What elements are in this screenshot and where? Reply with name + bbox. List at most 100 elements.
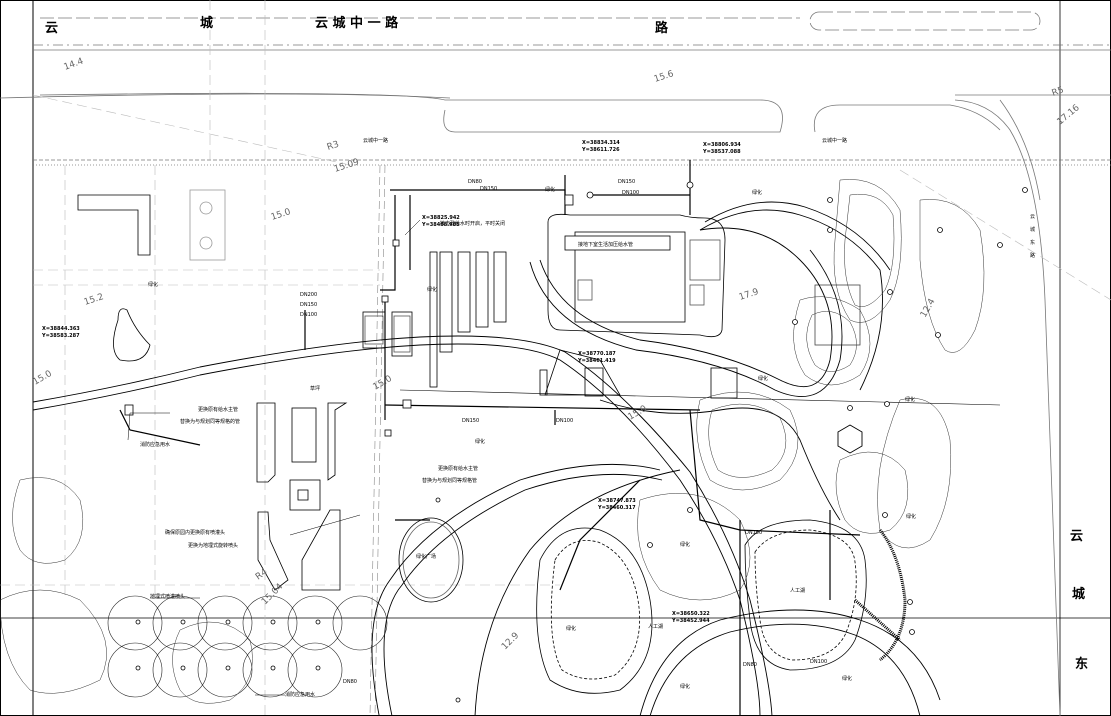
pavilion-hexagon: [837, 424, 863, 454]
radius-label: R5: [1051, 85, 1066, 98]
pipe-labels: DN200 DN150 DN100 DN80 DN150 DN100 DN150…: [300, 179, 827, 685]
greening-label: 绿化: [566, 625, 576, 632]
top-road-name: 云 城 中 一 路: [315, 15, 399, 31]
elevation-label: 15.6: [653, 69, 675, 85]
coordinate-x: X=38844.363: [42, 326, 80, 332]
side-vertical-char-4: 路: [1030, 252, 1035, 259]
pipe-label: DN80: [743, 662, 757, 668]
valves: [124, 181, 1028, 703]
elevation-label: 17.16: [1056, 103, 1082, 127]
elevation-label: 15.0: [32, 369, 55, 388]
greening-label: 绿化: [680, 683, 690, 690]
pipe-label: DN100: [622, 190, 639, 196]
pipe-label: DN150: [300, 302, 317, 308]
greening-label: 绿化: [475, 438, 485, 445]
pipe-label: DN100: [810, 659, 827, 665]
elevation-label: 17.9: [738, 287, 760, 303]
coordinate-y: Y=38468.985: [421, 222, 460, 228]
greening-label: 绿化: [842, 675, 852, 682]
greening-label: 绿化: [752, 189, 762, 196]
top-road: [0, 11, 1111, 716]
left-buildings: [77, 189, 548, 603]
note-inner-spray: 确保原园内更换原有喷灌头: [165, 529, 225, 536]
spray-circles: [107, 595, 388, 698]
radius-label: R4: [254, 567, 270, 582]
east-road-char-2: 城: [1072, 586, 1085, 602]
elevation-label: 12.4: [919, 297, 938, 320]
elevation-label: 15.09: [333, 157, 361, 175]
lawn-label: 草坪: [310, 385, 320, 392]
side-vertical-char-3: 东: [1030, 239, 1035, 246]
elevation-label: 12.9: [500, 631, 521, 652]
pipe-label: DN80: [343, 679, 357, 685]
coordinate-y: Y=38537.088: [702, 149, 741, 155]
elevation-label: 15.0: [627, 404, 650, 423]
pipe-label: DN150: [462, 418, 479, 424]
note-pipe-connect: 接市政给水时开启，平时关闭: [440, 220, 505, 227]
elevation-label: 15.2: [83, 292, 105, 308]
coordinate-labels: X=38834.314 Y=38611.726 X=38806.934 Y=38…: [41, 140, 741, 624]
note-buried-spray: 地埋式喷灌喷头: [150, 593, 185, 600]
coordinate-y: Y=38611.726: [581, 147, 620, 153]
note-underground: 接地下室生活加压给水管: [578, 241, 633, 248]
top-road-char-left-2: 城: [200, 15, 213, 31]
pipe-label: DN150: [745, 530, 762, 536]
lake: [536, 519, 907, 694]
pipe-label: DN80: [468, 179, 482, 185]
note-water-label-2: 人工湖: [648, 623, 663, 630]
top-road-char-left: 云: [45, 21, 58, 36]
coordinate-x: X=38650.322: [672, 611, 710, 617]
greening-label: 绿化: [906, 513, 916, 520]
pipe-label: DN150: [480, 186, 497, 192]
pipe-label: DN200: [300, 292, 317, 298]
greening-label: 绿化: [905, 396, 915, 403]
elevation-label: 15.0: [270, 207, 292, 223]
note-water-label: 人工湖: [790, 587, 805, 594]
note-replace-branch: 替换为与规划同等规格的管: [180, 418, 240, 425]
greening-label: 绿化: [427, 286, 437, 293]
note-replace-main: 更换原有给水主管: [198, 406, 238, 413]
note-replace-main-2: 更换原有给水主管: [438, 465, 478, 472]
side-vertical-char-2: 城: [1030, 226, 1035, 233]
elevation-labels: 14.4 15.6 15.09 15.0 15.2 17.9 12.4 17.1…: [32, 56, 1082, 652]
greening-label: 绿化: [758, 375, 768, 382]
leader-lines: [127, 219, 421, 696]
coordinate-x: X=38770.187: [578, 351, 616, 357]
coordinate-y: Y=38452.944: [671, 618, 710, 624]
side-road-label-2: 云城中一路: [822, 137, 847, 144]
coordinate-y: Y=38461.419: [577, 358, 616, 364]
coordinate-x: X=38747.873: [598, 498, 636, 504]
site-paths: [32, 201, 1001, 716]
greening-label: 绿化: [148, 281, 158, 288]
note-fire-emergency: 消防应急用水: [285, 691, 315, 698]
note-plaza: 绿化广场: [416, 553, 436, 560]
greening-labels: 绿化 绿化 绿化 绿化 绿化 绿化 绿化 绿化 绿化 绿化 绿化 绿化 草坪: [148, 186, 916, 690]
central-building: [544, 213, 861, 399]
road-labels: 云 城 中 一 路 云 城 路 云 城 东 云城中一路 云城中一路 云 城 东 …: [45, 15, 1088, 672]
east-road-char-1: 云: [1070, 529, 1083, 544]
radius-label: R3: [326, 140, 340, 153]
pipe-label: DN100: [556, 418, 573, 424]
greening-label: 绿化: [545, 186, 555, 193]
coordinate-y: Y=38583.287: [41, 333, 80, 339]
side-vertical-char-1: 云: [1030, 214, 1035, 220]
note-spray-type: 更换为地埋式旋转喷头: [188, 542, 238, 549]
note-fire-supply: 消防应急用水: [140, 441, 170, 448]
coordinate-x: X=38806.934: [703, 142, 741, 148]
east-road-char-3: 东: [1075, 656, 1088, 672]
note-labels: 接市政给水时开启，平时关闭 接地下室生活加压给水管 更换原有给水主管 替换为与规…: [140, 220, 805, 698]
elevation-label: 15.0: [372, 374, 395, 393]
coordinate-x: X=38825.942: [422, 215, 460, 221]
pipe-label: DN150: [618, 179, 635, 185]
top-road-end-char: 路: [655, 20, 669, 36]
pipe-label: DN100: [300, 312, 317, 318]
side-road-label-1: 云城中一路: [363, 137, 388, 144]
elevation-label: 14.4: [63, 56, 86, 72]
water-pipes: [119, 160, 861, 716]
greening-label: 绿化: [680, 541, 690, 548]
coordinate-y: Y=38460.317: [597, 505, 636, 511]
coordinate-x: X=38834.314: [582, 140, 620, 146]
note-replace-branch-2: 替换为与规划同等规格管: [422, 477, 477, 484]
